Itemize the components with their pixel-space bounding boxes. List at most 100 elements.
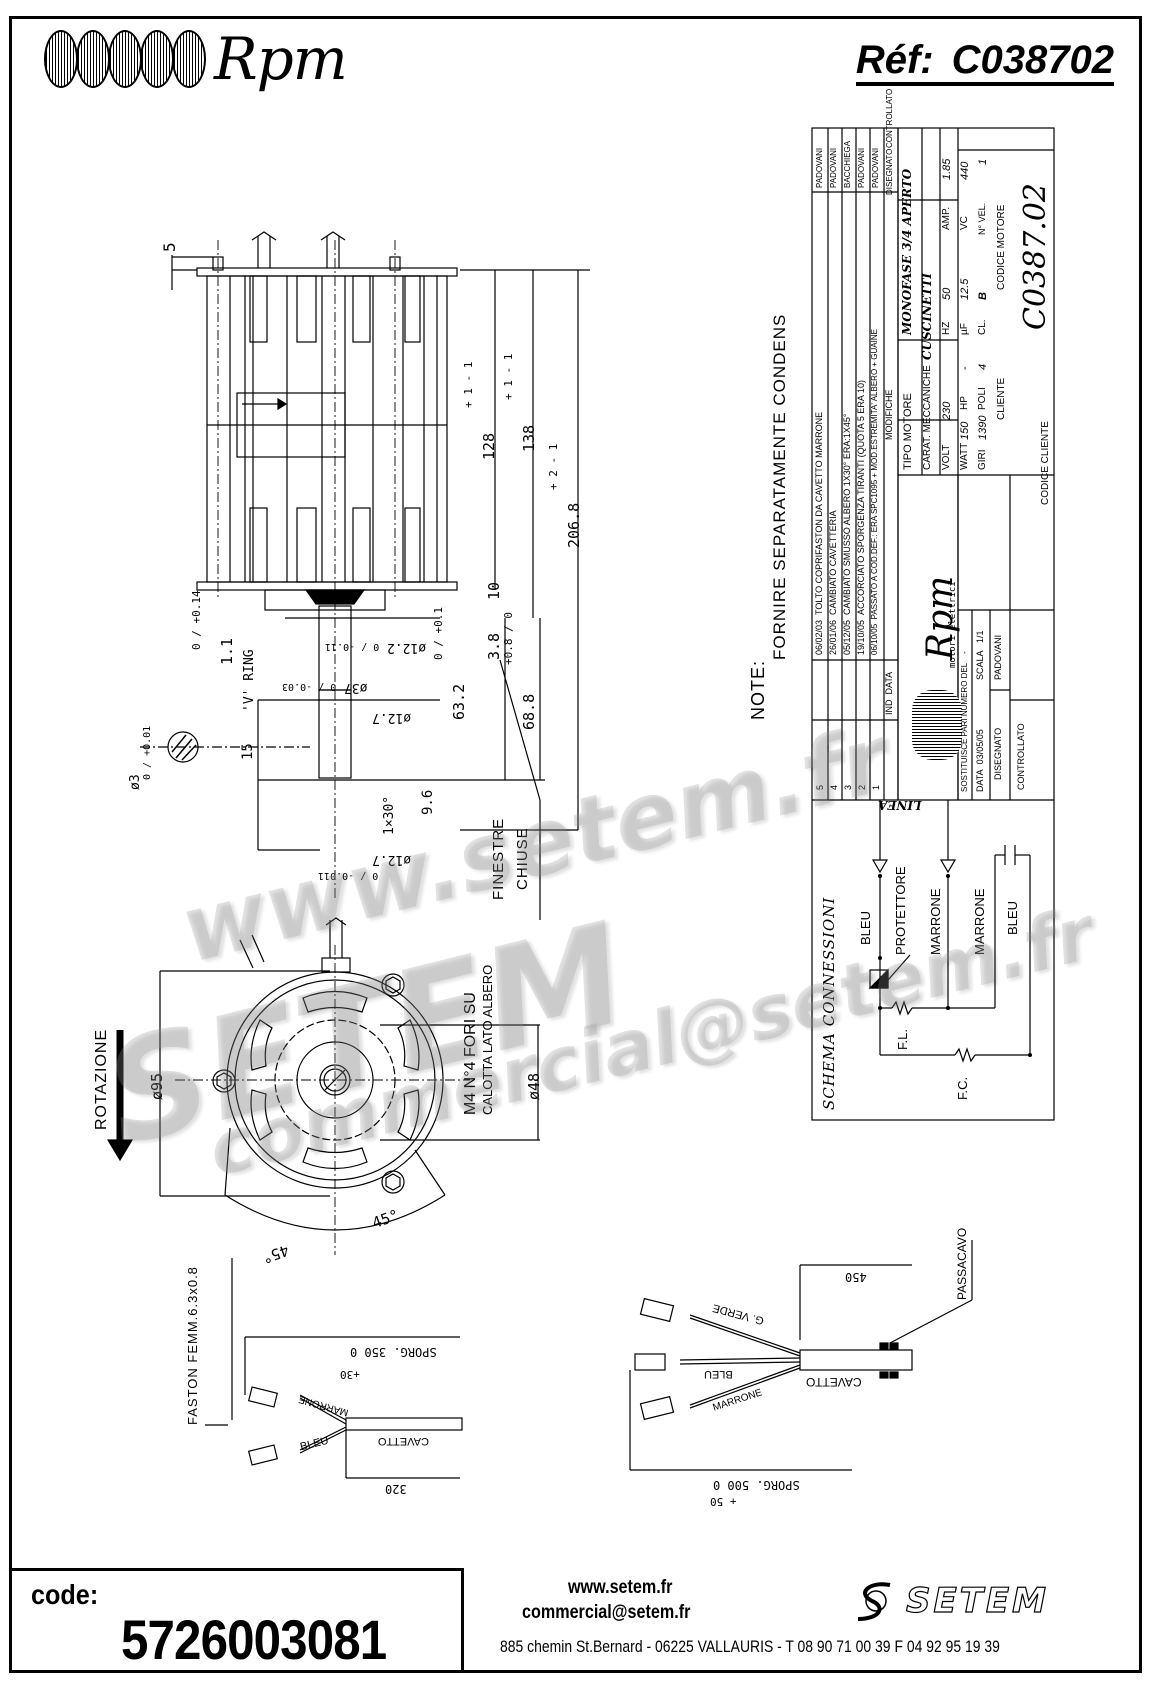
- nvel-label: N° VEL.: [977, 202, 987, 235]
- cable-left-length: 320: [385, 1482, 407, 1496]
- disegnato-label: DISEGNATO: [993, 727, 1003, 780]
- revision-row-5: 06/02/03 TOLTO COPRIFASTON DA CAVETTO MA…: [814, 411, 824, 655]
- coil-logo-icon: [44, 30, 206, 88]
- revision-by-1: PADOVANI: [871, 147, 880, 188]
- cable-right-sporg-tol: + 50: [710, 1495, 737, 1508]
- revision-by-4: PADOVANI: [829, 147, 838, 188]
- dim-phi12-7-upper: ø12.7: [372, 710, 412, 725]
- dim-phi95: ø95: [148, 1072, 166, 1100]
- revision-row-1: 06/10/05 PASSATO A COD.DEF.: ERA SPC1095…: [870, 329, 879, 655]
- revision-head-drawn: DISEGNATO: [885, 148, 894, 195]
- product-code-box: code: 5726003081: [9, 1568, 464, 1673]
- schematic-marrone-2: MARRONE: [972, 888, 987, 955]
- dim-chamfer: 1×30°: [382, 795, 397, 835]
- dim-206-8-tol: + 2 - 1: [547, 443, 560, 490]
- contact-info: www.setem.fr commercial@setem.fr 885 che…: [470, 1575, 1130, 1670]
- mounting-holes-sublabel: CALOTTA LATO ALBERO: [480, 964, 495, 1115]
- dim-pin-height: 5: [160, 242, 179, 252]
- dim-63-2-tol: 0 / +0.1: [432, 607, 445, 660]
- dim-phi12-7-lower: ø12.7: [372, 852, 412, 867]
- poli-label: POLI: [977, 387, 988, 410]
- cable-left-cavetto: CAVETTO: [378, 1435, 429, 1447]
- amp-value: 1.85: [941, 158, 953, 180]
- vc-value: 440: [959, 161, 971, 180]
- volt-value: 230: [941, 401, 953, 420]
- codice-cliente-label: CODICE CLIENTE: [1040, 421, 1051, 505]
- code-value: 5726003081: [121, 1608, 387, 1671]
- finestre-label: FINESTRE: [490, 817, 507, 900]
- scala-field: SCALA 1/1: [975, 630, 985, 680]
- website-link[interactable]: www.setem.fr: [568, 1577, 673, 1598]
- watt-value: 150: [959, 421, 971, 440]
- ref-value: C038702: [951, 38, 1114, 82]
- dim-phi3: ø3: [128, 774, 143, 790]
- cable-right-sporg: SPORG. 500 0: [713, 1478, 800, 1492]
- uf-value: 12.5: [959, 278, 971, 300]
- chiuse-label: CHIUSE: [514, 827, 531, 890]
- dim-9-6: 9.6: [420, 789, 436, 815]
- note-label: NOTE:: [748, 659, 768, 720]
- cl-value: B: [977, 292, 989, 300]
- revision-head-checked: CONTROLLATO: [885, 88, 894, 148]
- reference-number: Réf: C038702: [855, 38, 1114, 86]
- revision-row-3: 05/12/05 CAMBIATO SMUSSO ALBERO 1X30° ER…: [842, 413, 852, 655]
- hp-value: -: [959, 366, 971, 370]
- hz-value: 50: [941, 287, 953, 300]
- setem-wordmark: SETEM: [905, 1580, 1049, 1621]
- note-text: FORNIRE SEPARATAMENTE CONDENS: [770, 313, 789, 660]
- uf-label: µF: [959, 323, 970, 335]
- email-link[interactable]: commercial@setem.fr: [522, 1602, 691, 1623]
- setem-swirl-icon: [857, 1582, 891, 1621]
- dim-1-1-tol: 0 / +0.14: [190, 590, 203, 650]
- dim-phi48: ø48: [525, 1072, 543, 1100]
- controllato-label: CONTROLLATO: [1016, 723, 1026, 790]
- volt-label: VOLT: [941, 444, 952, 470]
- giri-value: 1390: [977, 415, 989, 440]
- passacavo-label: PASSACAVO: [955, 1227, 969, 1300]
- revision-head-date: IND DATA: [884, 671, 894, 715]
- revision-ind-2: 2: [857, 784, 867, 790]
- ref-label: Réf:: [855, 38, 934, 82]
- carat-value: CUSCINETTI: [920, 272, 934, 360]
- setem-logo: SETEM: [850, 1579, 1049, 1623]
- dim-138-tol: + 1 - 1: [502, 353, 515, 400]
- revision-by-5: PADOVANI: [815, 147, 824, 188]
- revision-by-2: PADOVANI: [857, 147, 866, 188]
- sostituisce-label: SOSTITUISCE PARI NUMERO DEL -: [960, 651, 969, 792]
- dim-1-1: 1.1: [218, 637, 236, 665]
- dim-138: 138: [520, 424, 538, 452]
- dim-68-8: 68.8: [520, 693, 538, 730]
- tipo-motore-label: TIPO MOTORE: [902, 393, 914, 470]
- revision-ind-3: 3: [843, 784, 853, 790]
- cable-left-sporg-tol: +30: [340, 1368, 360, 1381]
- tipo-motore-value: MONOFASE 3/4 APERTO: [900, 168, 914, 335]
- codice-motore-value: C0387.02: [1018, 182, 1053, 330]
- dim-phi12-7-tol: 0 / -0.011: [318, 870, 379, 881]
- code-label: code:: [31, 1579, 99, 1610]
- watt-label: WATT: [959, 442, 970, 470]
- hp-label: HP: [959, 396, 970, 410]
- dim-206-8: 206.8: [565, 502, 583, 548]
- giri-label: GIRI: [977, 449, 988, 470]
- revision-ind-1: 1: [871, 784, 881, 790]
- hz-label: HZ: [941, 321, 952, 335]
- poli-value: 4: [977, 363, 989, 370]
- revision-row-2: 19/10/05 ACCORCIATO SPORGENZA TIRANTI (Q…: [856, 380, 866, 655]
- revision-row-4: 26/01/06 CAMBIATO CAVETTERIA: [828, 510, 838, 655]
- schematic-bleu-2: BLEU: [1005, 901, 1020, 935]
- drawing-frame: [9, 16, 1142, 1673]
- schematic-protettore: PROTETTORE: [893, 866, 908, 955]
- dim-63-2: 63.2: [450, 683, 468, 720]
- dim-phi37: ø37 0 / -0.03: [282, 680, 368, 695]
- schematic-bleu-1: BLEU: [858, 911, 873, 945]
- dim-phi12-2: ø12.2 0 / -0.11: [325, 640, 427, 655]
- dim-68-8-tol: +0.8 / 0: [502, 612, 515, 665]
- title-coil-logo-icon: [912, 690, 962, 760]
- schematic-title: SCHEMA CONNESSIONI: [820, 896, 838, 1110]
- data-field: DATA 03/05/05: [975, 729, 985, 792]
- revision-ind-5: 5: [815, 784, 825, 790]
- dim-3-8: 3.8: [485, 632, 503, 660]
- disegnato-value: PADOVANI: [993, 634, 1003, 680]
- dim-128-tol: + 1 - 1: [462, 361, 475, 408]
